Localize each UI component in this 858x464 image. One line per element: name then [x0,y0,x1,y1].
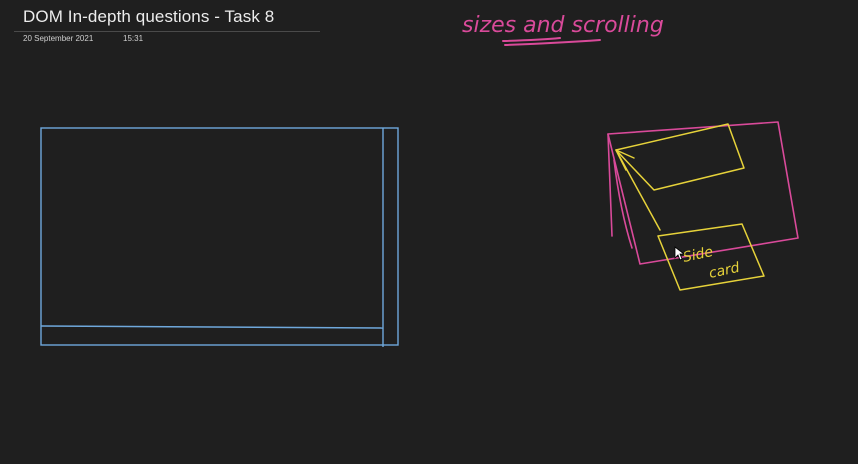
pink-box-edge [607,133,613,237]
yellow-top-panel [615,123,745,191]
side-card-label-line2: card [708,260,742,282]
blue-box-outer [40,127,399,346]
blue-box-sketch [40,127,399,347]
page-date: 20 September 2021 [23,34,94,43]
side-card-outline [657,223,765,291]
ink-heading-text: sizes and scrolling [462,13,664,38]
ink-heading: sizes and scrolling [462,13,664,46]
yellow-arrowhead [615,149,635,171]
page-title: DOM In-depth questions - Task 8 [23,7,275,26]
side-card-label-line1: Side [682,244,715,266]
heading-underline-1 [502,37,561,42]
blue-box-scrollbar-horizontal [40,325,384,329]
arrow-cursor-icon [674,246,686,261]
yellow-sketch: Side card [615,123,765,291]
pink-box-outline [607,121,799,265]
pink-box-sketch [607,121,799,265]
title-divider [14,31,320,32]
page-time: 15:31 [123,34,144,43]
pink-box-stroke [613,159,633,249]
heading-underline-2 [504,39,601,46]
